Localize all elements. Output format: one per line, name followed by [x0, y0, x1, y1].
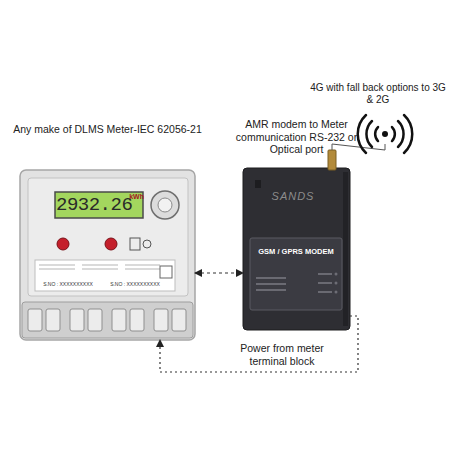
meter-dial-inner — [158, 198, 172, 212]
data-link — [195, 272, 243, 273]
meter-heading: Any make of DLMS Meter-IEC 62056-21 — [10, 123, 205, 136]
meter-logo — [160, 266, 172, 278]
meter-display — [55, 192, 143, 218]
modem-leds — [335, 273, 338, 294]
modem-panel — [250, 238, 342, 310]
meter-symbol — [143, 240, 151, 248]
meter-led — [57, 238, 69, 250]
modem-port — [255, 180, 261, 188]
meter-box: Any make of DLMS Meter-IEC 62056-212932.… — [20, 170, 195, 340]
modem-box: AMR modem to Meter communication RS-232 … — [243, 168, 350, 330]
modem-brand: SANDS — [243, 190, 343, 203]
modem-body — [243, 168, 350, 330]
meter-led — [105, 238, 117, 250]
meter-dial — [151, 191, 179, 219]
modem-panel-lines — [256, 274, 332, 292]
modem-heading: AMR modem to Meter communication RS-232 … — [231, 118, 362, 156]
meter-panel — [28, 178, 188, 296]
modem-edge — [343, 172, 348, 326]
signal-icon — [358, 115, 413, 153]
meter-unit: kWh — [126, 193, 144, 201]
terminals — [28, 309, 186, 331]
edge-label: Power from meter terminal block — [228, 342, 336, 367]
power-line — [160, 316, 358, 372]
meter-sticker — [35, 260, 175, 291]
network-note: 4G with fall back options to 3G & 2G — [310, 82, 446, 106]
meter-reading: 2932.26 — [56, 194, 136, 217]
meter-symbol — [130, 238, 140, 250]
serial-number: S.NO : XXXXXXXXXX — [104, 281, 166, 287]
sticker-lines — [39, 265, 160, 269]
serial-number: S.NO : XXXXXXXXXX — [37, 281, 99, 287]
terminal-block — [22, 302, 193, 338]
antenna-connector — [328, 150, 336, 170]
modem-panel-title: GSM / GPRS MODEM — [250, 247, 342, 256]
antenna-cable — [332, 144, 385, 150]
meter-body — [20, 170, 195, 340]
